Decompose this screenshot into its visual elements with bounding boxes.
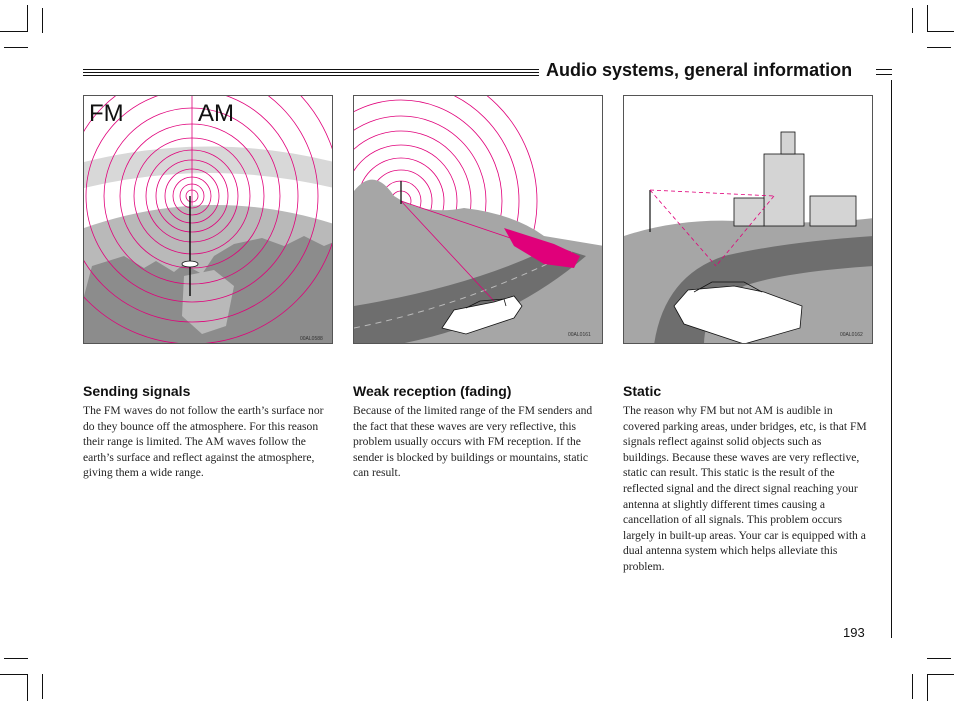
figure-code: 00AL0161 (568, 332, 591, 338)
header-rule-right-bottom (876, 74, 892, 75)
section-body-sending-signals: The FM waves do not follow the earth’s s… (83, 404, 324, 480)
page-title: Audio systems, general information (546, 60, 853, 80)
figure-static: 00AL0162 (623, 95, 873, 344)
section-body-static: The reason why FM but not AM is audible … (623, 404, 867, 573)
header-rule-mid (83, 72, 539, 73)
page-number: 193 (843, 625, 865, 640)
header-rule-right-top (876, 69, 892, 70)
fading-illustration (354, 96, 602, 343)
fm-am-illustration: FM AM (84, 96, 332, 343)
section-body-weak-reception: Because of the limited range of the FM s… (353, 404, 593, 480)
figure-sending-signals: FM AM 00AL0588 (83, 95, 333, 344)
static-illustration (624, 131, 872, 343)
section-heading-sending-signals: Sending signals (83, 383, 191, 399)
figure-code: 00AL0588 (300, 336, 323, 342)
fig-label-am: AM (198, 100, 234, 127)
section-heading-static: Static (623, 383, 662, 399)
margin-line (891, 80, 892, 638)
section-heading-weak-reception: Weak reception (fading) (353, 383, 512, 399)
header-rule-top (83, 69, 539, 70)
fig-label-fm: FM (89, 100, 124, 127)
header-rule-bottom (83, 75, 539, 76)
figure-code: 00AL0162 (840, 332, 863, 338)
figure-weak-reception: 00AL0161 (353, 95, 603, 344)
